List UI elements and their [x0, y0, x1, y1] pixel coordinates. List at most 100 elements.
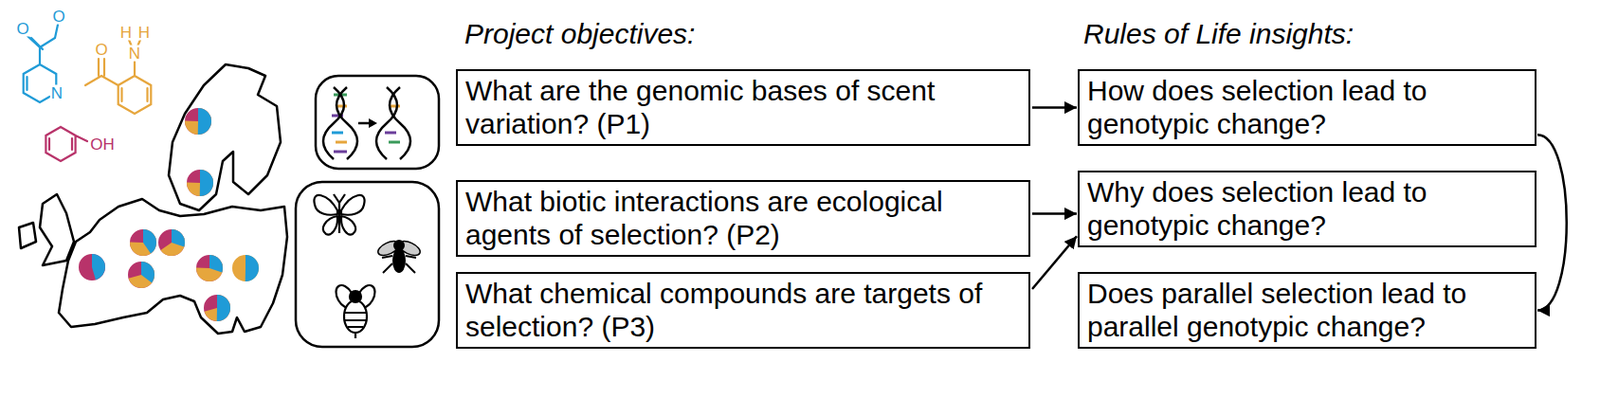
wing — [323, 216, 338, 236]
pie-wedge — [134, 268, 148, 282]
pie-chart — [202, 261, 217, 275]
pie-wedge — [136, 236, 150, 250]
pie-chart — [164, 236, 179, 250]
pie-wedge — [210, 301, 224, 315]
rung — [331, 131, 344, 135]
head — [393, 239, 405, 252]
sting — [354, 332, 357, 339]
ireland-outline — [18, 222, 37, 249]
question-box: What chemical compounds are targets of s… — [455, 272, 1031, 349]
pie-wedge — [164, 236, 179, 250]
question-box: What are the genomic bases of scent vari… — [455, 69, 1031, 146]
atom-label: OH — [89, 136, 116, 153]
connector-arrow — [1032, 106, 1077, 110]
question-box: How does selection lead to genotypic cha… — [1077, 69, 1537, 146]
pie-wedge — [134, 268, 148, 282]
scandinavia-outline — [168, 64, 281, 211]
atom-label: N — [127, 45, 142, 62]
europe-map — [18, 64, 288, 334]
connector-arrow — [1032, 212, 1077, 216]
pie-chart — [210, 301, 224, 315]
atom-label: O — [15, 20, 30, 37]
pie-charts — [85, 114, 253, 315]
insects-icon — [295, 181, 439, 347]
pie-wedge — [193, 176, 207, 190]
strand — [323, 87, 345, 160]
pie-wedge — [164, 236, 179, 250]
head — [349, 290, 362, 303]
atom-label: O — [93, 41, 109, 58]
wing — [313, 195, 338, 216]
pie-chart — [134, 268, 148, 282]
pie-wedge — [202, 261, 217, 275]
pie-wedge — [134, 268, 148, 282]
molecule-bonds — [85, 39, 151, 114]
red-molecule — [45, 127, 88, 162]
connector-arrow — [1537, 134, 1567, 310]
body — [392, 248, 406, 273]
continent-outline — [58, 199, 288, 334]
wing — [341, 195, 365, 216]
strand — [376, 87, 398, 160]
connector-arrow — [1032, 236, 1077, 290]
atom-label: O — [51, 8, 66, 25]
arrow-head — [368, 118, 378, 128]
strand — [389, 87, 411, 160]
icon-frame — [295, 181, 439, 347]
question-text: What chemical compounds are targets of s… — [465, 276, 1021, 344]
column-heading: Project objectives: — [464, 17, 695, 52]
pie-chart — [191, 114, 205, 128]
pie-wedge — [193, 176, 207, 190]
pie-chart — [238, 261, 253, 275]
fly — [376, 237, 423, 273]
pie-wedge — [238, 261, 253, 275]
pie-chart — [193, 176, 207, 190]
pie-wedge — [191, 114, 205, 128]
dna-icon — [315, 75, 439, 169]
question-box: Why does selection lead to genotypic cha… — [1077, 170, 1537, 248]
pie-wedge — [164, 236, 179, 250]
pie-wedge — [202, 261, 217, 275]
question-text: What biotic interactions are ecological … — [465, 184, 1021, 252]
pie-wedge — [191, 114, 205, 128]
question-text: What are the genomic bases of scent vari… — [465, 73, 1021, 141]
orange-molecule — [85, 39, 151, 114]
butterfly — [313, 194, 364, 236]
body — [333, 194, 346, 234]
strand — [336, 87, 358, 160]
legs — [381, 255, 417, 273]
pie-wedge — [136, 236, 150, 250]
question-text: How does selection lead to genotypic cha… — [1087, 73, 1528, 141]
pie-wedge — [210, 301, 224, 315]
icon-frame — [315, 75, 439, 169]
pie-wedge — [85, 260, 99, 274]
column-heading: Rules of Life insights: — [1083, 17, 1354, 52]
question-text: Why does selection lead to genotypic cha… — [1087, 175, 1528, 242]
dna-strands — [323, 87, 411, 160]
pie-chart — [136, 236, 150, 250]
atom-label: H — [137, 24, 151, 41]
rung — [333, 150, 347, 154]
body — [344, 300, 367, 333]
rung — [388, 141, 400, 145]
molecule-bonds — [45, 127, 88, 162]
bee — [332, 282, 380, 339]
britain-outline — [39, 194, 74, 266]
atom-label: H — [119, 24, 133, 41]
pie-wedge — [202, 261, 217, 275]
pie-wedge — [191, 114, 205, 128]
pie-wedge — [136, 236, 150, 250]
question-box: What biotic interactions are ecological … — [455, 180, 1031, 257]
rung — [384, 131, 397, 135]
stripes — [345, 312, 366, 328]
wing — [341, 216, 356, 236]
pie-wedge — [85, 260, 99, 274]
pie-wedge — [193, 176, 207, 190]
atom-label: N — [50, 85, 64, 102]
pie-wedge — [238, 261, 253, 275]
question-box: Does parallel selection lead to parallel… — [1077, 272, 1537, 349]
pie-chart — [85, 260, 99, 274]
rung — [335, 141, 347, 145]
question-text: Does parallel selection lead to parallel… — [1087, 276, 1528, 344]
